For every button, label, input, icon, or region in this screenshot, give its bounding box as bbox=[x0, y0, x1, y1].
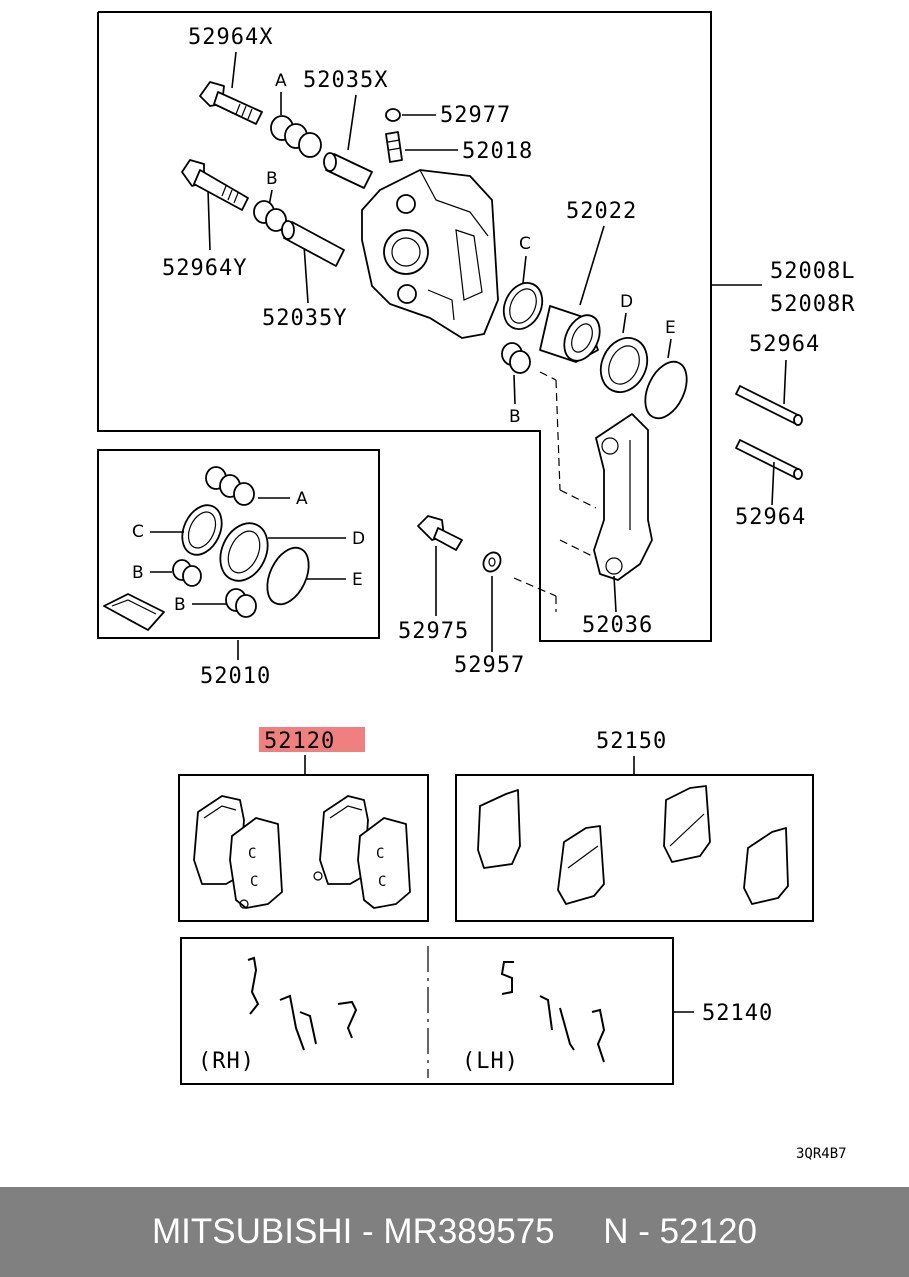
label-52957[interactable]: 52957 bbox=[454, 653, 525, 678]
footer-part-info: MITSUBISHI - MR389575 N - 52120 bbox=[152, 1212, 757, 1251]
label-52018[interactable]: 52018 bbox=[462, 139, 533, 164]
support-bracket-52036: 52036 bbox=[582, 413, 653, 638]
label-52964Y[interactable]: 52964Y bbox=[162, 256, 247, 281]
svg-text:C: C bbox=[378, 874, 386, 890]
ring-E-top bbox=[644, 360, 688, 420]
label-52035Y[interactable]: 52035Y bbox=[262, 306, 347, 331]
footer-bar: MITSUBISHI - MR389575 N - 52120 bbox=[0, 1187, 909, 1277]
clips-lh bbox=[500, 961, 606, 1063]
bleeder-52018 bbox=[385, 131, 403, 163]
label-52150[interactable]: 52150 bbox=[596, 729, 667, 754]
letter-E2: E bbox=[352, 570, 363, 590]
letter-D1: D bbox=[620, 292, 633, 312]
label-52975[interactable]: 52975 bbox=[398, 619, 469, 644]
letter-E1: E bbox=[665, 318, 676, 338]
parts-diagram: 52964X 52035X A 52977 52018 52022 52008L… bbox=[97, 11, 855, 1162]
letter-A2: A bbox=[296, 489, 308, 509]
part-highlight-52120 bbox=[259, 727, 365, 752]
seal-kit-frame bbox=[97, 449, 380, 639]
caliper-assembly-frame bbox=[97, 11, 712, 642]
brake-pad-set-frame bbox=[178, 774, 429, 922]
svg-text:C: C bbox=[248, 846, 256, 862]
label-52120[interactable]: 52120 bbox=[264, 729, 335, 754]
boot-B-middle bbox=[501, 342, 531, 374]
bolt-52964X bbox=[199, 81, 263, 125]
boot-D-top bbox=[599, 337, 649, 393]
label-lh: (LH) bbox=[462, 1049, 519, 1074]
label-52010[interactable]: 52010 bbox=[200, 664, 271, 689]
bolt-52964Y bbox=[181, 159, 249, 211]
diagram-code: 3QR4B7 bbox=[796, 1146, 847, 1162]
pin-52035Y bbox=[281, 220, 345, 267]
label-52964-upper[interactable]: 52964 bbox=[749, 332, 820, 357]
seal-C-top bbox=[502, 282, 544, 330]
letter-B3: B bbox=[132, 563, 144, 583]
letter-B1: B bbox=[266, 169, 278, 189]
letter-A1: A bbox=[275, 71, 287, 91]
label-52008R[interactable]: 52008R bbox=[770, 292, 855, 317]
pin-52035X bbox=[323, 152, 373, 189]
label-52140[interactable]: 52140 bbox=[702, 1001, 773, 1026]
bolt-52975 bbox=[417, 515, 463, 551]
letter-B4: B bbox=[174, 595, 186, 615]
guide-pin-52964-upper bbox=[735, 385, 803, 426]
caliper-body bbox=[361, 169, 499, 339]
piston-52022 bbox=[539, 305, 601, 363]
brake-pad-left-pair: C C bbox=[193, 795, 283, 909]
letter-C2: C bbox=[132, 522, 144, 542]
clip-set-frame bbox=[180, 937, 674, 1085]
boot-B-top bbox=[253, 200, 287, 232]
shim-set-frame bbox=[455, 774, 814, 922]
guide-pin-52964-lower bbox=[735, 439, 803, 480]
label-52964X[interactable]: 52964X bbox=[188, 25, 273, 50]
seal-kit-parts bbox=[103, 466, 310, 631]
letter-B2: B bbox=[509, 407, 521, 427]
svg-text:C: C bbox=[250, 874, 258, 890]
shims bbox=[477, 785, 789, 905]
label-52008L[interactable]: 52008L bbox=[770, 259, 855, 284]
letter-C1: C bbox=[519, 234, 531, 254]
label-52964-lower[interactable]: 52964 bbox=[735, 505, 806, 530]
clips-rh bbox=[247, 956, 358, 1051]
washer-52957 bbox=[482, 551, 502, 573]
svg-text:C: C bbox=[376, 846, 384, 862]
label-rh: (RH) bbox=[198, 1049, 255, 1074]
label-52036[interactable]: 52036 bbox=[582, 613, 653, 638]
brake-pad-right-pair: C C bbox=[313, 795, 411, 909]
boot-A-top bbox=[270, 115, 322, 158]
letter-D2: D bbox=[352, 529, 365, 549]
cap-52977 bbox=[385, 108, 401, 122]
label-52977[interactable]: 52977 bbox=[440, 103, 511, 128]
label-52035X[interactable]: 52035X bbox=[303, 68, 388, 93]
label-52022[interactable]: 52022 bbox=[566, 199, 637, 224]
